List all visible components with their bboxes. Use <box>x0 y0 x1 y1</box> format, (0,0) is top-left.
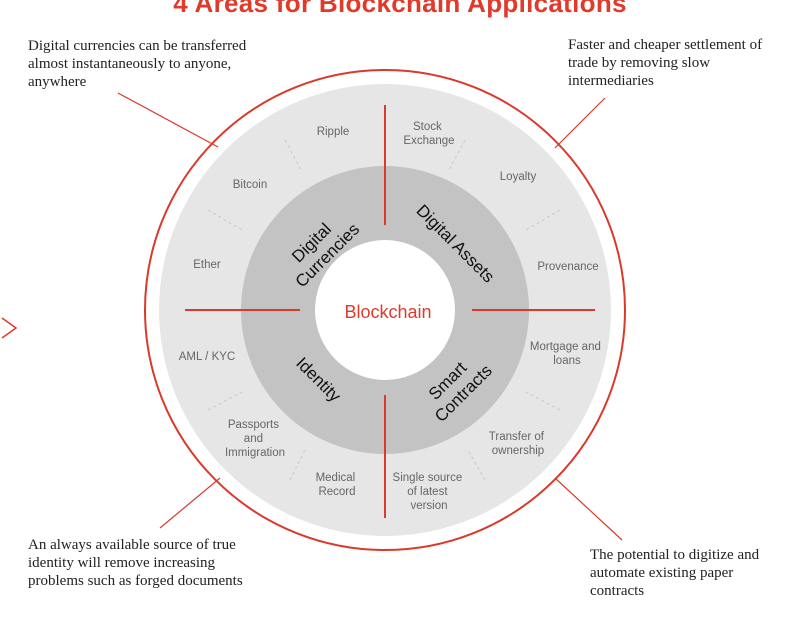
callout-line-top-right <box>554 97 606 149</box>
item-loyalty: Loyalty <box>500 171 537 183</box>
divider <box>447 139 466 173</box>
note-digital-assets: Faster and cheaper settlement of trade b… <box>568 37 763 89</box>
item-aml-kyc: AML / KYC <box>179 351 235 363</box>
item-passports-immigration: Passports and Immigration <box>225 419 285 459</box>
note-digital-currencies: Digital currencies can be transferred al… <box>28 38 247 90</box>
callout-line-bottom-left <box>159 477 221 529</box>
item-stock-exchange: Stock Exchange <box>403 121 454 147</box>
divider <box>207 391 243 411</box>
item-ripple: Ripple <box>317 126 350 138</box>
divider <box>207 209 243 231</box>
item-bitcoin: Bitcoin <box>233 179 268 191</box>
callout-line-bottom-right <box>554 477 623 541</box>
divider <box>525 209 561 231</box>
item-ether: Ether <box>193 259 221 271</box>
divider <box>284 139 303 173</box>
divider <box>525 391 561 411</box>
chevron-right-icon <box>1 317 18 339</box>
callout-line-top-left <box>117 92 219 148</box>
item-medical-record: Medical Record <box>316 472 359 498</box>
note-smart-contracts: The potential to digitize and automate e… <box>590 547 760 599</box>
item-transfer-ownership: Transfer of ownership <box>489 431 547 457</box>
note-identity: An always available source of true ident… <box>28 537 243 589</box>
center-circle <box>315 240 455 380</box>
item-mortgage-loans: Mortgage and loans <box>530 341 604 367</box>
item-provenance: Provenance <box>537 261 598 273</box>
diagram-title: 4 Areas for Blockchain Applications <box>173 0 627 18</box>
item-single-source: Single source of latest version <box>393 472 466 512</box>
center-label: Blockchain <box>344 302 431 322</box>
